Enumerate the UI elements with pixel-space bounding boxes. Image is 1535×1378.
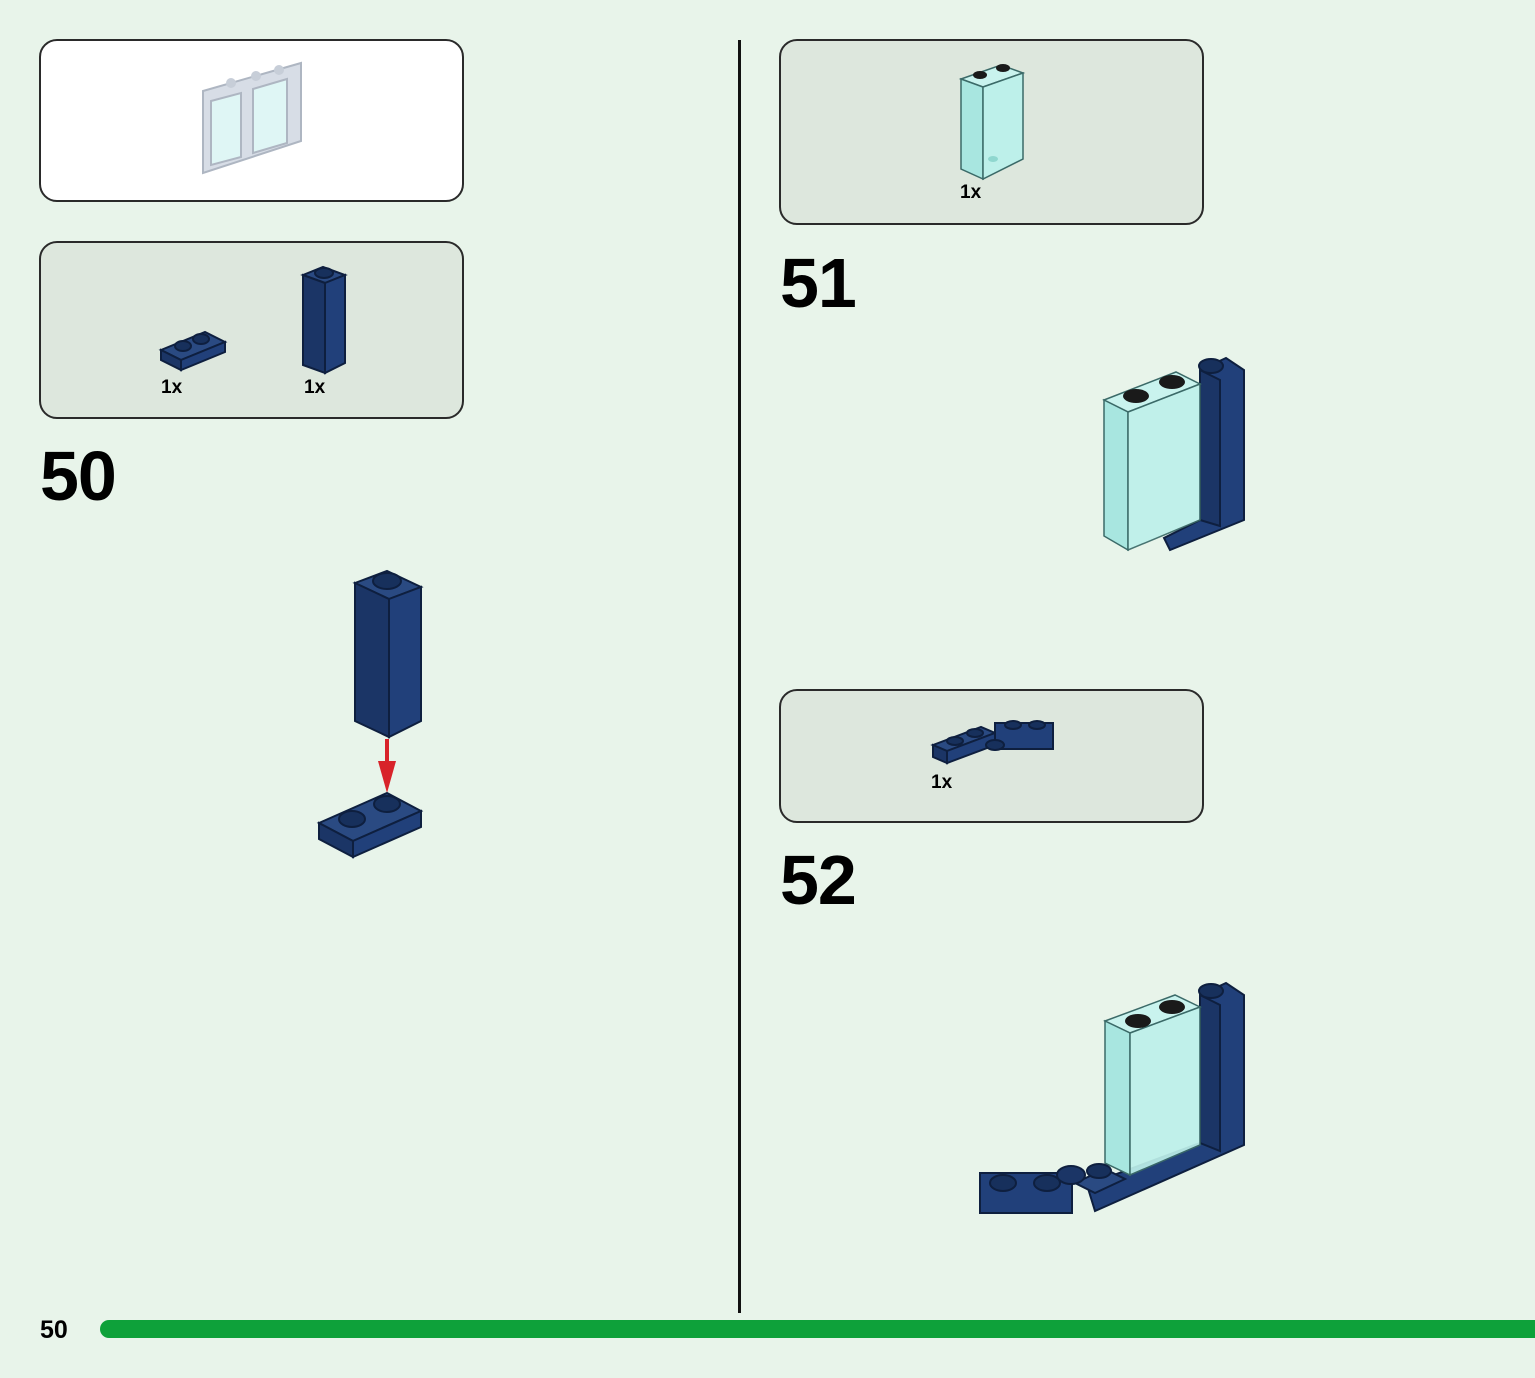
progress-bar	[100, 1320, 1535, 1338]
step50-assembly-illustration	[316, 569, 424, 859]
dark-blue-hinge-plate-icon	[930, 720, 1054, 765]
dark-blue-brick-1x1x3-icon	[300, 265, 348, 375]
part-quantity: 1x	[960, 182, 982, 203]
submodel-preview-panel	[39, 39, 464, 202]
page-number: 50	[40, 1316, 68, 1344]
step-number: 51	[780, 244, 857, 322]
page-divider	[738, 40, 741, 1313]
grey-window-assembly-icon	[202, 61, 302, 175]
dark-blue-brick-icon	[352, 569, 424, 739]
step50-parts-panel: 1x 1x	[39, 241, 464, 419]
dark-blue-plate-1x2-icon	[158, 330, 228, 372]
step-number: 52	[780, 841, 857, 919]
part-quantity: 1x	[304, 377, 326, 398]
part-quantity: 1x	[161, 377, 183, 398]
step52-assembly-illustration	[979, 981, 1245, 1214]
part-quantity: 1x	[931, 772, 953, 793]
step51-parts-panel: 1x	[779, 39, 1204, 225]
trans-light-blue-panel-icon	[958, 64, 1026, 181]
step52-parts-panel: 1x	[779, 689, 1204, 823]
red-arrow-icon	[378, 739, 396, 793]
step-number: 50	[40, 437, 117, 515]
progress-bar-fill	[100, 1320, 1535, 1338]
dark-blue-plate-icon	[316, 791, 424, 859]
step51-assembly-illustration	[1102, 356, 1245, 552]
